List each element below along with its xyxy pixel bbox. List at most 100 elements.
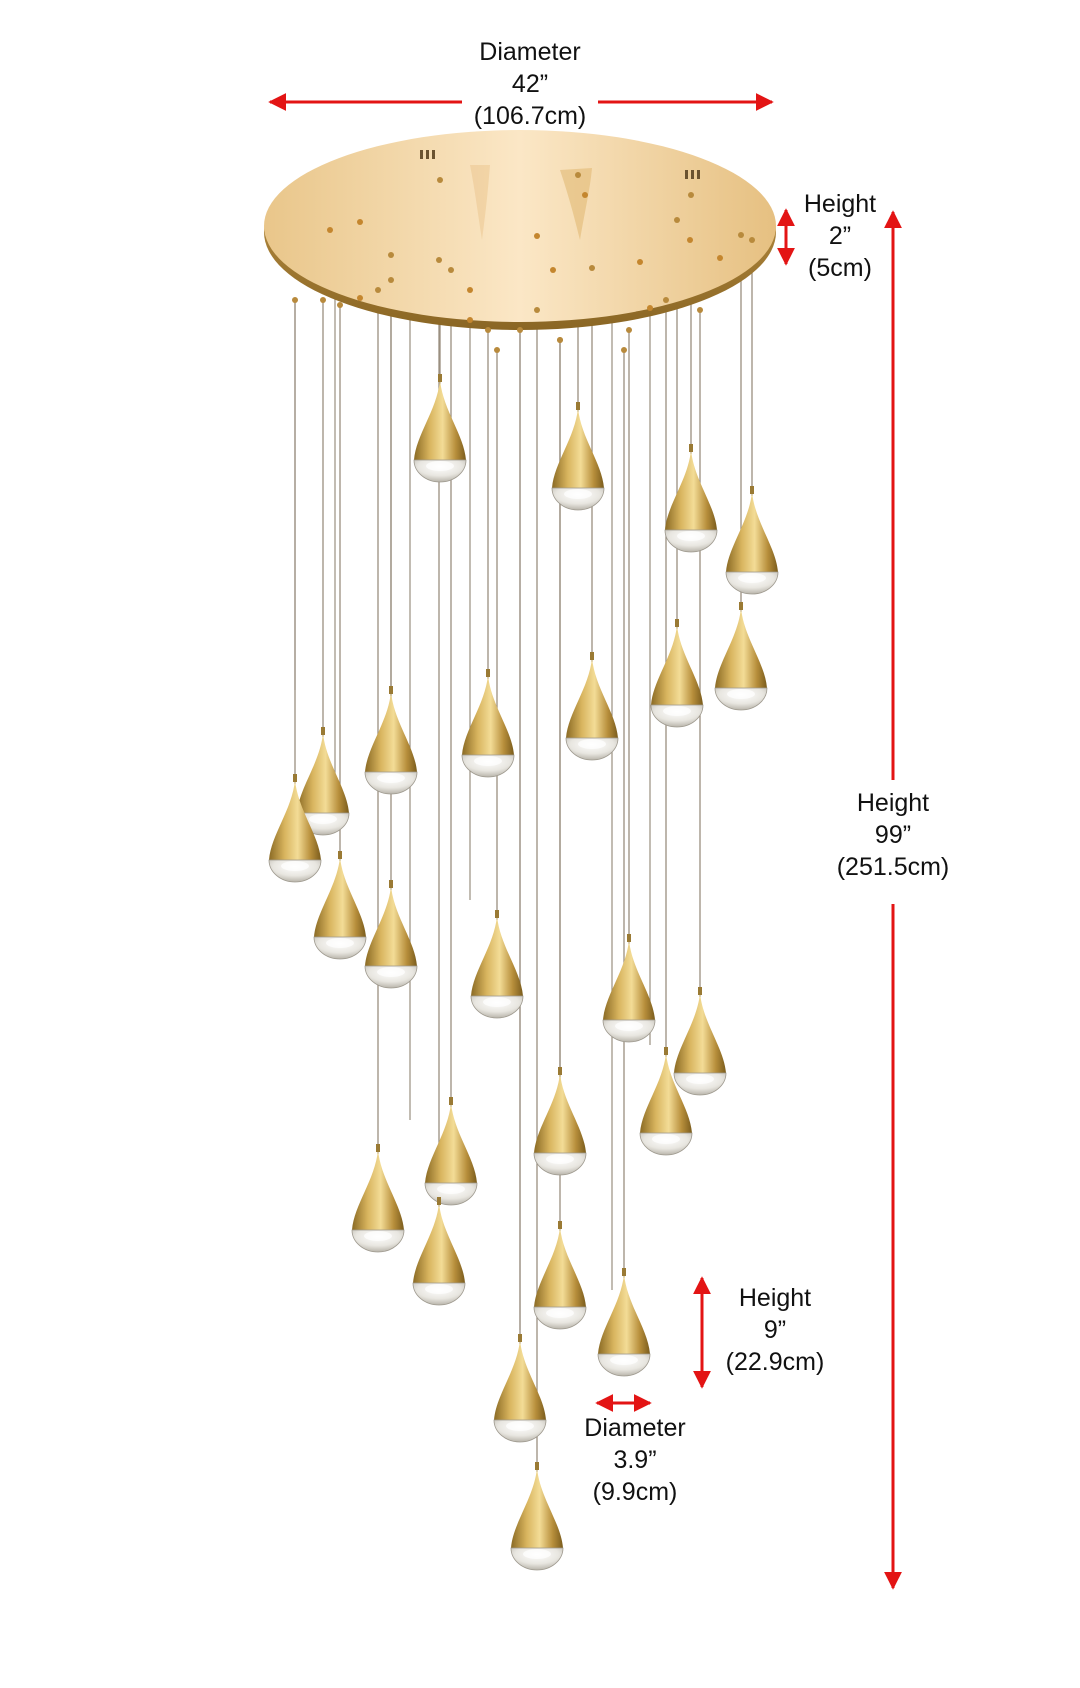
pendant-fitting xyxy=(389,880,393,888)
teardrop-pendant xyxy=(470,910,524,1019)
brass-shell xyxy=(511,1468,563,1548)
cable-port xyxy=(357,219,363,225)
pendant-fitting xyxy=(558,1221,562,1229)
teardrop-pendant xyxy=(313,851,367,960)
pendant-fitting xyxy=(495,910,499,918)
pendant-fitting xyxy=(590,652,594,660)
pendant-fitting xyxy=(338,851,342,859)
teardrop-pendant xyxy=(413,374,467,483)
teardrop-pendant xyxy=(493,1334,547,1443)
glass-highlight xyxy=(364,1231,392,1241)
pendant-height-label: Height 9” (22.9cm) xyxy=(710,1282,840,1378)
brass-shell xyxy=(726,492,778,572)
pendant-diameter-imperial: 3.9” xyxy=(613,1446,657,1474)
overall-height-title: Height xyxy=(856,789,930,817)
pendant-diameter-label: Diameter 3.9” (9.9cm) xyxy=(570,1412,700,1508)
brass-shell xyxy=(413,1203,465,1283)
glass-highlight xyxy=(686,1074,714,1084)
brass-shell xyxy=(598,1274,650,1354)
teardrop-pendant xyxy=(364,686,418,795)
cable-port xyxy=(292,297,298,303)
overall-height-metric: (251.5cm) xyxy=(836,853,950,881)
teardrop-pendant xyxy=(565,652,619,761)
glass-highlight xyxy=(546,1154,574,1164)
cable-port xyxy=(749,237,755,243)
glass-highlight xyxy=(546,1308,574,1318)
brass-shell xyxy=(314,857,366,937)
glass-highlight xyxy=(326,938,354,948)
pendant-fitting xyxy=(739,602,743,610)
brass-shell xyxy=(352,1150,404,1230)
brass-shell xyxy=(297,733,349,813)
glass-highlight xyxy=(377,967,405,977)
glass-highlight xyxy=(281,861,309,871)
pendant-fitting xyxy=(437,1197,441,1205)
cable-port xyxy=(688,192,694,198)
brass-shell xyxy=(414,380,466,460)
pendant-fitting xyxy=(622,1268,626,1276)
cable-port xyxy=(557,337,563,343)
cable-port xyxy=(674,217,680,223)
brass-shell xyxy=(603,940,655,1020)
brass-shell xyxy=(674,993,726,1073)
canopy-diameter-metric: (106.7cm) xyxy=(473,102,587,130)
glass-highlight xyxy=(437,1184,465,1194)
ceiling-canopy xyxy=(264,130,776,330)
pendant-fitting xyxy=(389,686,393,694)
brass-shell xyxy=(715,608,767,688)
pendant-fitting xyxy=(486,669,490,677)
teardrop-pendants xyxy=(268,374,779,1571)
teardrop-pendant xyxy=(533,1067,587,1176)
cable-port xyxy=(647,305,653,311)
cable-port xyxy=(687,237,693,243)
cable-port xyxy=(436,257,442,263)
glass-highlight xyxy=(426,461,454,471)
glass-highlight xyxy=(377,773,405,783)
brass-shell xyxy=(494,1340,546,1420)
teardrop-pendant xyxy=(650,619,704,728)
canopy-height-metric: (5cm) xyxy=(808,254,872,282)
cable-port xyxy=(320,297,326,303)
teardrop-pendant xyxy=(412,1197,466,1306)
pendant-fitting xyxy=(689,444,693,452)
canopy-height-title: Height xyxy=(803,190,877,218)
overall-height-imperial: 99” xyxy=(874,821,912,849)
canopy-cable-ports xyxy=(292,172,755,353)
cable-port xyxy=(375,287,381,293)
canopy-height-label: Height 2” (5cm) xyxy=(790,188,890,284)
cable-port xyxy=(337,302,343,308)
brass-shell xyxy=(471,916,523,996)
glass-highlight xyxy=(727,689,755,699)
glass-highlight xyxy=(523,1549,551,1559)
pendant-fitting xyxy=(558,1067,562,1075)
cable-port xyxy=(663,297,669,303)
brass-shell xyxy=(534,1227,586,1307)
pendant-fitting xyxy=(664,1047,668,1055)
cable-port xyxy=(534,307,540,313)
cable-port xyxy=(621,347,627,353)
cable-port xyxy=(738,232,744,238)
teardrop-pendant xyxy=(533,1221,587,1330)
canopy-diameter-title: Diameter xyxy=(479,38,581,66)
brass-shell xyxy=(665,450,717,530)
pendant-fitting xyxy=(438,374,442,382)
cable-port xyxy=(467,287,473,293)
pendant-fitting xyxy=(535,1462,539,1470)
pendant-fitting xyxy=(293,774,297,782)
brass-shell xyxy=(651,625,703,705)
cable-port xyxy=(327,227,333,233)
teardrop-pendant xyxy=(714,602,768,711)
brass-shell xyxy=(365,692,417,772)
brass-shell xyxy=(269,780,321,860)
brass-shell xyxy=(462,675,514,755)
teardrop-pendant xyxy=(602,934,656,1043)
teardrop-pendant xyxy=(268,774,322,883)
cable-port xyxy=(575,172,581,178)
brass-shell xyxy=(365,886,417,966)
teardrop-pendant xyxy=(639,1047,693,1156)
canopy-diameter-label: Diameter 42” (106.7cm) xyxy=(450,36,610,132)
canopy-diameter-imperial: 42” xyxy=(511,70,549,98)
brass-shell xyxy=(534,1073,586,1153)
cable-port xyxy=(388,252,394,258)
